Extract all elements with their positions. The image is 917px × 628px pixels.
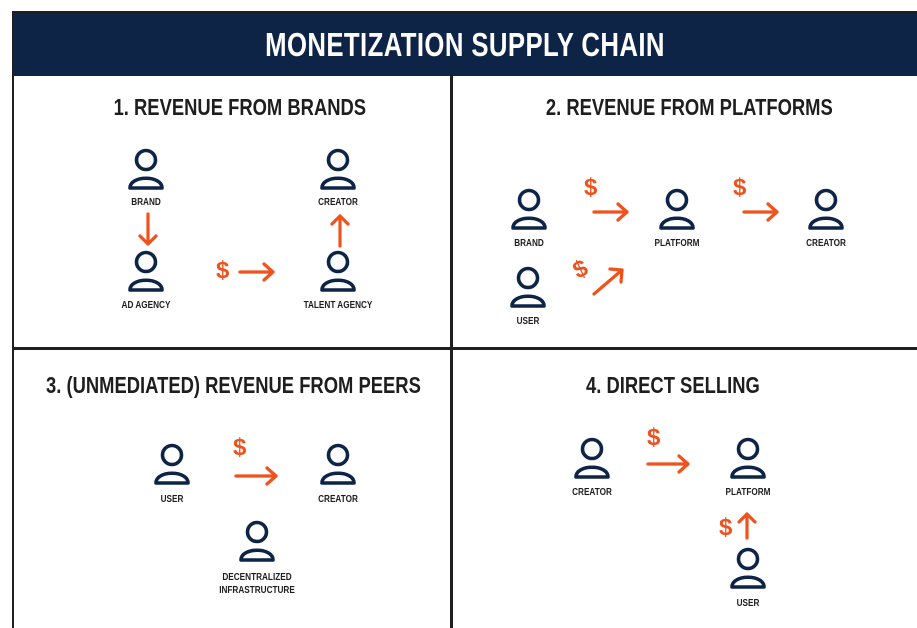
user-person-icon (152, 443, 192, 487)
user-person-icon (728, 547, 768, 591)
diagram-frame (12, 11, 917, 628)
creator-label: CREATOR (318, 494, 358, 505)
arrow-right-icon (646, 454, 690, 474)
ad-agency-label: AD AGENCY (121, 300, 171, 311)
dollar-sign-2a: $ (584, 174, 598, 201)
dollar-sign-1: $ (216, 257, 230, 284)
brand-person-icon (126, 148, 166, 192)
dollar-sign-2b: $ (733, 174, 747, 201)
arrow-down-icon (138, 212, 158, 246)
title-banner (13, 13, 917, 76)
arrow-up-icon (330, 214, 350, 248)
brand-label: BRAND (131, 197, 161, 208)
infrastructure-label-line1: DECENTRALIZED (222, 572, 292, 583)
horizontal-divider (12, 347, 917, 350)
infrastructure-label-line2: INFRASTRUCTURE (219, 585, 295, 596)
user-label: USER (160, 494, 184, 505)
platform-person-icon (728, 437, 768, 481)
arrow-right-icon (742, 202, 779, 222)
brand-person-icon (509, 188, 549, 232)
vertical-divider (450, 76, 453, 628)
ad-agency-person-icon (126, 250, 166, 294)
creator-label: CREATOR (572, 487, 612, 498)
talent-agency-label: TALENT AGENCY (303, 300, 373, 311)
dollar-sign-4a: $ (647, 424, 661, 451)
creator-person-icon (318, 443, 358, 487)
creator-person-icon (806, 188, 846, 232)
arrow-right-icon (592, 202, 629, 222)
brand-label: BRAND (514, 238, 544, 249)
arrow-right-icon (238, 262, 275, 282)
infrastructure-person-icon (237, 520, 277, 564)
creator-person-icon (572, 437, 612, 481)
talent-agency-person-icon (318, 250, 358, 294)
panel-3-title: 3. (UNMEDIATED) REVENUE FROM PEERS (46, 372, 421, 398)
creator-person-icon (318, 148, 358, 192)
panel-1-title: 1. REVENUE FROM BRANDS (113, 94, 367, 120)
panel-2-title: 2. REVENUE FROM PLATFORMS (545, 94, 833, 120)
arrow-up-icon (737, 512, 757, 540)
arrow-right-icon (234, 466, 278, 486)
creator-label: CREATOR (806, 238, 846, 249)
platform-label: PLATFORM (725, 487, 771, 498)
platform-person-icon (657, 188, 697, 232)
user-person-icon (508, 266, 548, 310)
creator-label: CREATOR (318, 197, 358, 208)
platform-label: PLATFORM (654, 238, 700, 249)
dollar-sign-3: $ (233, 434, 247, 461)
user-label: USER (736, 598, 760, 609)
dollar-sign-4b: $ (719, 514, 733, 541)
user-label: USER (516, 316, 540, 327)
arrow-up-right-icon (592, 267, 624, 296)
diagram-title: MONETIZATION SUPPLY CHAIN (265, 25, 665, 63)
panel-4-title: 4. DIRECT SELLING (586, 372, 760, 398)
